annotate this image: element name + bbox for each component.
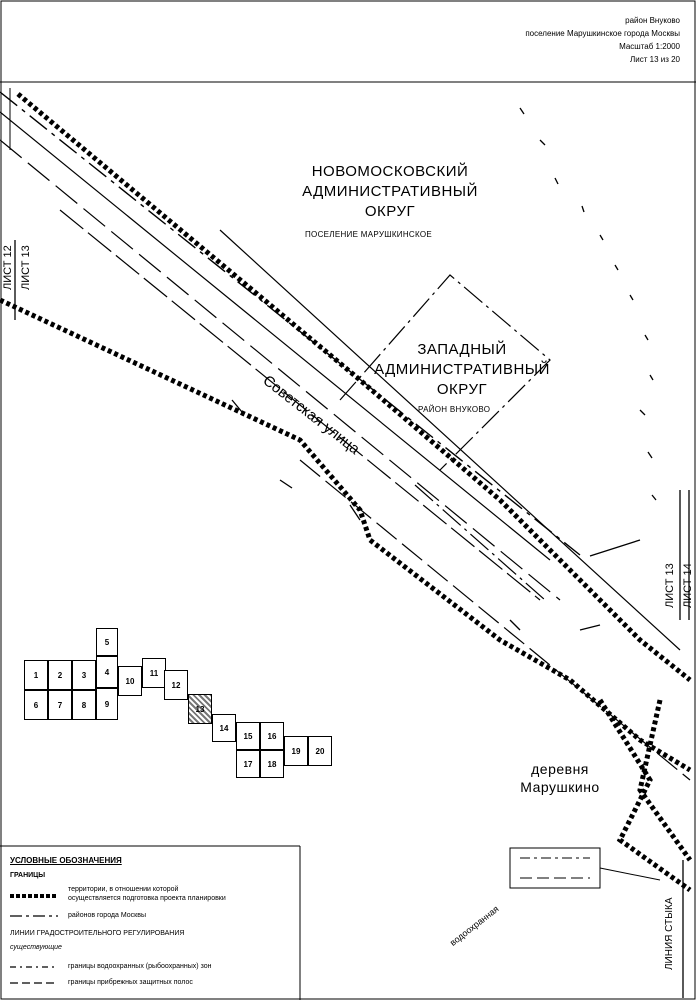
sheet12-label: ЛИСТ 12 [2,245,14,290]
sheet-cell: 19 [284,736,308,766]
okrug-novo-line3: ОКРУГ [364,203,416,220]
legend-item-water-zones: границы водоохранных (рыбоохранных) зон [68,963,212,970]
sheet-cell: 6 [24,690,48,720]
sheet-cell: 20 [308,736,332,766]
okrug-novo-line2: АДМИНИСТРАТИВНЫЙ [302,183,478,200]
legend-symbols [10,894,58,984]
legend-item-territory: территории, в отношении которой [68,886,179,893]
sheet-cell: 9 [96,688,118,720]
header-sheet-number: Лист 13 из 20 [630,55,680,64]
okrug-novo-line1: НОВОМОСКОВСКИЙ [311,163,469,180]
inset-legend-box [509,847,661,889]
legend-section-existing: существующие [10,944,62,951]
sheet-cell: 12 [164,670,188,700]
legend-title: УСЛОВНЫЕ ОБОЗНАЧЕНИЯ [10,856,122,865]
sheet-cell-current: 13 [188,694,212,724]
header-scale: Масштаб 1:2000 [619,42,680,51]
okrug-zap-line3: ОКРУГ [436,381,488,398]
sheet13-right-label: ЛИСТ 13 [664,563,676,608]
sheet-cell: 15 [236,722,260,750]
district-label: РАЙОН ВНУКОВО [418,405,491,414]
legend-item-coastal: границы прибрежных защитных полос [68,979,193,986]
village-line2: Марушкино [520,779,600,795]
sheet-cell: 7 [48,690,72,720]
header-block: район Внуково поселение Марушкинское гор… [525,14,680,66]
okrug-zap-line2: АДМИНИСТРАТИВНЫЙ [374,361,550,378]
sheet-cell: 5 [96,628,118,656]
sheet-cell: 11 [142,658,166,688]
sheet14-right-label: ЛИСТ 14 [682,563,694,608]
tick-marks [231,107,657,631]
sheet-cell: 10 [118,666,142,696]
road-lines [0,88,691,781]
header-district: район Внуково [625,16,680,25]
legend-section-borders: ГРАНИЦЫ [10,872,46,879]
sheet-cell: 3 [72,660,96,690]
junction-label: ЛИНИЯ СТЫКА [664,897,675,970]
sheet-cell: 1 [24,660,48,690]
district-boundary [339,274,551,601]
legend-section-lines: ЛИНИИ ГРАДОСТРОИТЕЛЬНОГО РЕГУЛИРОВАНИЯ [10,930,185,937]
sheet-cell: 17 [236,750,260,778]
junction-lines [14,240,690,998]
planning-boundary [0,92,693,893]
village-line1: деревня [531,761,589,777]
sheet-cell: 8 [72,690,96,720]
settlement-label: ПОСЕЛЕНИЕ МАРУШКИНСКОЕ [305,230,433,239]
novomoskovsky-label: НОВОМОСКОВСКИЙ АДМИНИСТРАТИВНЫЙ ОКРУГ [290,162,490,222]
legend-item-territory-2: осуществляется подготовка проекта планир… [68,895,226,902]
sheet13-left-label: ЛИСТ 13 [20,245,32,290]
sheet-cell: 14 [212,714,236,742]
sheet-cell: 2 [48,660,72,690]
sheet-cell: 18 [260,750,284,778]
sheet-cell: 4 [96,656,118,688]
zapadny-label: ЗАПАДНЫЙ АДМИНИСТРАТИВНЫЙ ОКРУГ [362,340,562,400]
okrug-zap-line1: ЗАПАДНЫЙ [417,341,507,358]
sheet-cell: 16 [260,722,284,750]
legend: УСЛОВНЫЕ ОБОЗНАЧЕНИЯ ГРАНИЦЫ территории,… [0,844,300,996]
legend-item-districts: районов города Москвы [68,912,146,919]
village-label: деревня Марушкино [500,760,620,796]
header-settlement: поселение Марушкинское города Москвы [525,29,680,38]
